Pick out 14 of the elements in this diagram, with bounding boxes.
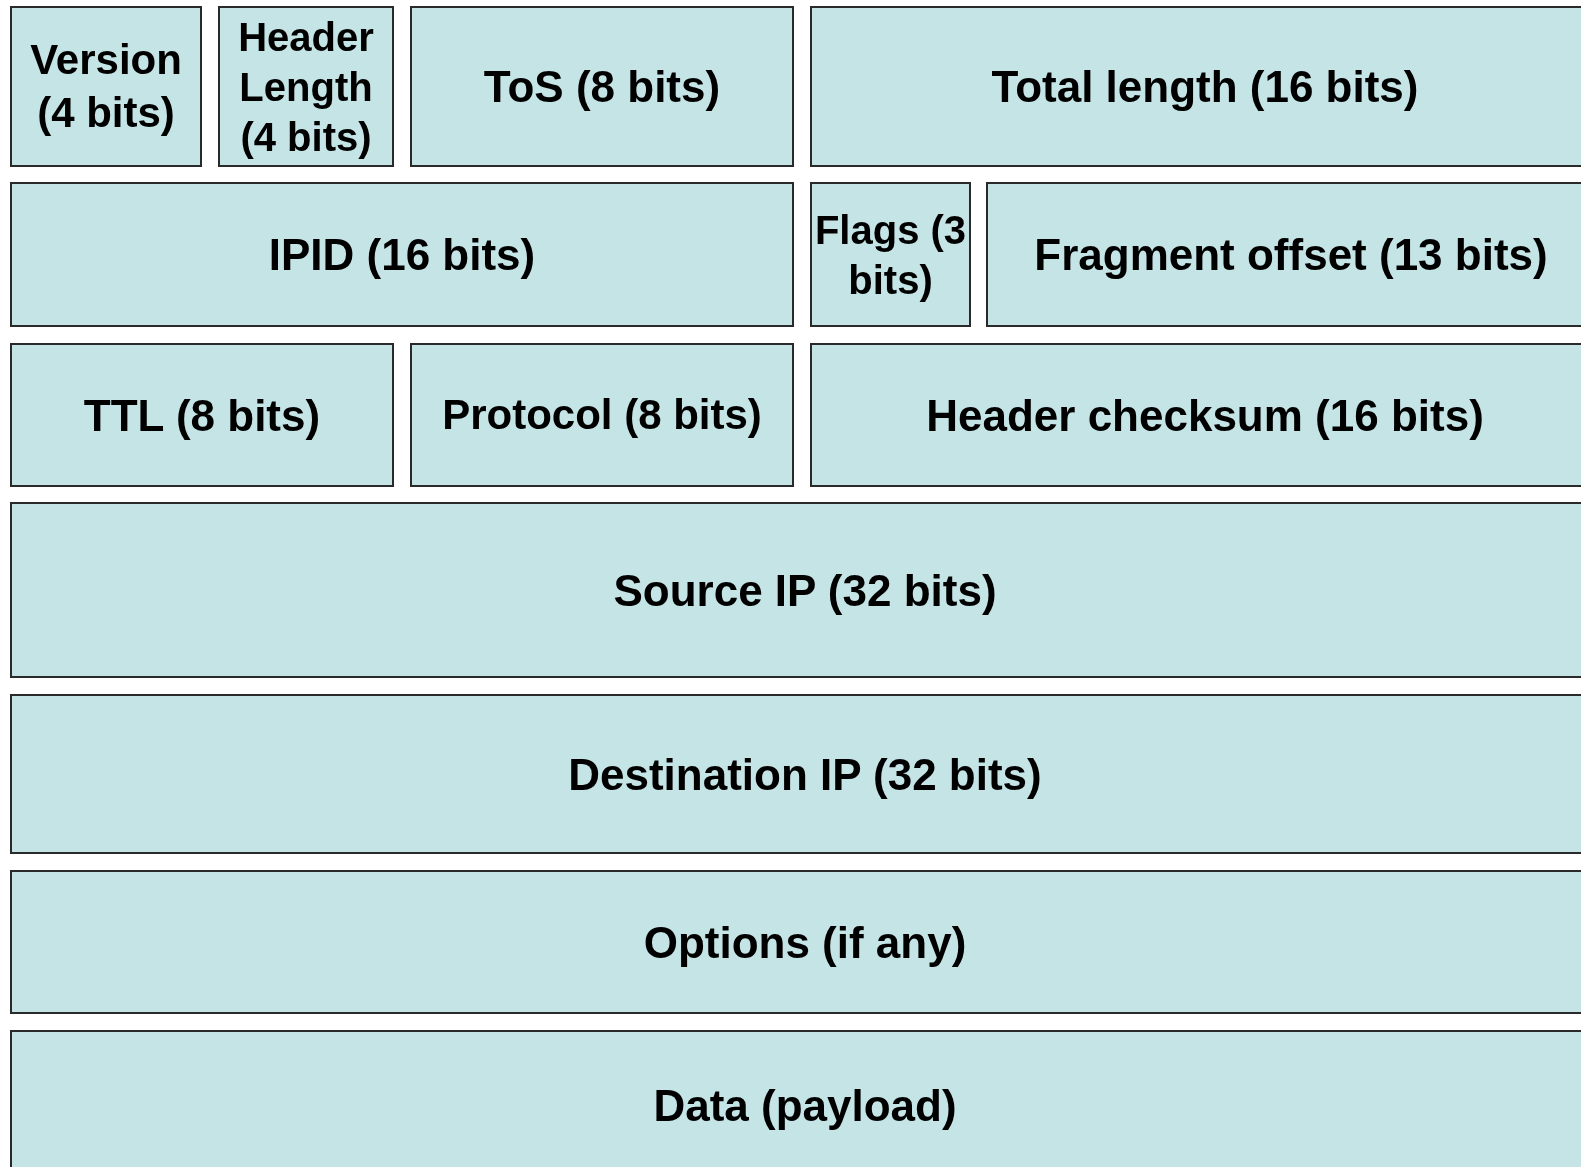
field-box: Flags (3 bits) [810,182,971,327]
field-box: IPID (16 bits) [10,182,794,327]
field-box: Options (if any) [10,870,1581,1014]
field-box: Header Length (4 bits) [218,6,394,167]
field-box: ToS (8 bits) [410,6,794,167]
field-box: Data (payload) [10,1030,1581,1167]
field-box: Source IP (32 bits) [10,502,1581,678]
field-box: Version (4 bits) [10,6,202,167]
field-box: Fragment offset (13 bits) [986,182,1581,327]
field-box: Destination IP (32 bits) [10,694,1581,854]
field-box: Protocol (8 bits) [410,343,794,487]
field-box: TTL (8 bits) [10,343,394,487]
field-box: Header checksum (16 bits) [810,343,1581,487]
field-box: Total length (16 bits) [810,6,1581,167]
